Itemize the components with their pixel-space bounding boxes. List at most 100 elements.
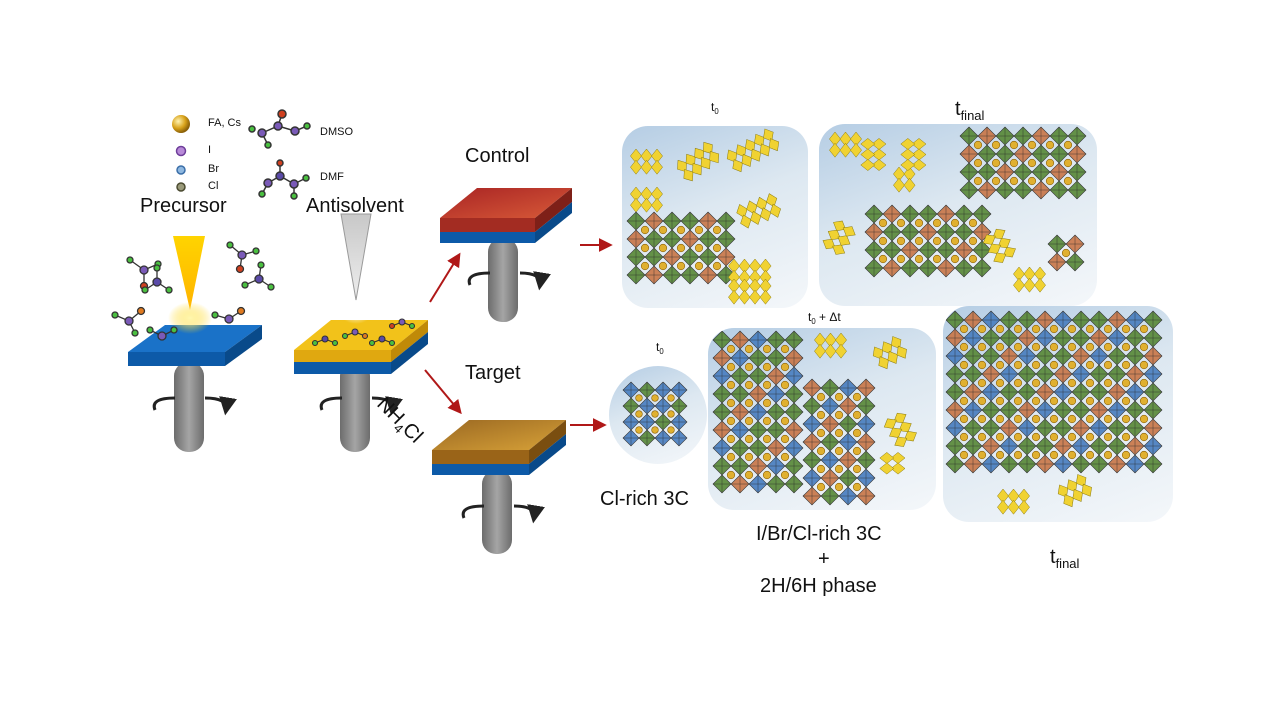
a-site-cation (991, 140, 1001, 150)
legend-label-i: I (208, 144, 212, 156)
octahedron (1053, 400, 1073, 420)
a-site-cation (1121, 342, 1131, 352)
a-site-cation (896, 254, 906, 264)
a-site-cation (896, 236, 906, 246)
hexagonal-phase-chain (893, 166, 916, 193)
a-site-cation (726, 380, 736, 390)
octahedron (820, 486, 840, 506)
a-site-cation (658, 243, 668, 253)
a-site-cation (816, 446, 826, 456)
octahedron (730, 348, 750, 368)
a-site-cation (968, 236, 978, 246)
hexagonal-phase-chain (822, 220, 856, 255)
a-site-cation (977, 450, 987, 460)
a-site-cation (1031, 378, 1041, 388)
a-site-cation (1027, 176, 1037, 186)
legend-label-cl: Cl (208, 180, 219, 192)
a-site-cation (995, 324, 1005, 334)
a-site-cation (744, 434, 754, 444)
a-site-cation (1121, 324, 1131, 334)
octahedron (766, 420, 786, 440)
a-site-cation (1049, 378, 1059, 388)
octahedron (622, 429, 640, 447)
a-site-cation (977, 324, 987, 334)
a-site-cation (1121, 360, 1131, 370)
a-site-cation (1013, 432, 1023, 442)
crystal-lattice (622, 381, 688, 447)
octahedron (730, 330, 750, 350)
a-site-cation (959, 396, 969, 406)
a-site-cation (635, 394, 643, 402)
a-site-cation (1031, 360, 1041, 370)
hexagonal-phase-chain (879, 452, 906, 475)
legend-symbols (172, 115, 190, 192)
octahedron (1125, 418, 1145, 438)
a-site-cation (959, 324, 969, 334)
a-site-cation (1085, 396, 1095, 406)
hexagonal-phase-chain (1057, 474, 1092, 508)
antisolvent-label: Antisolvent (306, 195, 404, 217)
a-site-cation (995, 450, 1005, 460)
a-site-cation (914, 254, 924, 264)
octahedron (1125, 454, 1145, 474)
octahedron (644, 265, 664, 285)
a-site-cation (816, 392, 826, 402)
a-site-cation (658, 261, 668, 271)
a-site-cation (896, 218, 906, 228)
dispense-cone-grey (340, 213, 372, 301)
a-site-cation (1027, 158, 1037, 168)
iodine-ball-icon (175, 145, 187, 157)
octahedron (864, 204, 884, 224)
a-site-cation (651, 394, 659, 402)
octahedron (963, 454, 983, 474)
film-molecules (311, 318, 416, 347)
bromine-ball-icon (176, 165, 186, 175)
octahedron (999, 418, 1019, 438)
a-site-cation (977, 378, 987, 388)
a-site-cation (676, 225, 686, 235)
octahedron (882, 204, 902, 224)
a-site-cation (1067, 450, 1077, 460)
a-site-cation (816, 482, 826, 492)
octahedron (1035, 382, 1055, 402)
a-site-cation (852, 410, 862, 420)
octahedron (1125, 382, 1145, 402)
a-site-cation (726, 452, 736, 462)
hexagonal-phase-chain (728, 278, 772, 305)
a-site-cation (834, 428, 844, 438)
control-t0-label: t0 (711, 100, 719, 116)
a-site-cation (1031, 396, 1041, 406)
a-site-cation (995, 414, 1005, 424)
a-site-cation (1085, 450, 1095, 460)
control-label: Control (465, 145, 530, 167)
a-site-cation (1121, 378, 1131, 388)
a-site-cation (1085, 414, 1095, 424)
octahedron (1017, 454, 1037, 474)
a-site-cation (1103, 432, 1113, 442)
a-site-cation (1085, 360, 1095, 370)
precursor-molecules (111, 241, 275, 341)
a-site-cation (932, 218, 942, 228)
hexagonal-phase-chain (883, 412, 917, 447)
a-site-cation (1139, 360, 1149, 370)
a-site-cation (667, 410, 675, 418)
hexagonal-phase-chain (726, 128, 780, 173)
hexagonal-phase-chain (728, 258, 772, 285)
a-site-cation (1031, 414, 1041, 424)
octahedron (972, 204, 992, 224)
a-site-cation (1063, 176, 1073, 186)
a-site-cation (726, 434, 736, 444)
octahedron (959, 180, 979, 200)
a-site-cation (667, 394, 675, 402)
a-site-cation (1031, 342, 1041, 352)
a-site-cation (950, 236, 960, 246)
phase-mixed-label-line2: + (818, 548, 830, 570)
target-tfinal-label: tfinal (1050, 546, 1080, 571)
octahedron (981, 310, 1001, 330)
a-site-cation (780, 398, 790, 408)
octahedron (1107, 364, 1127, 384)
octahedron (698, 265, 718, 285)
a-site-cation (780, 380, 790, 390)
precursor-label: Precursor (140, 195, 227, 217)
hexagonal-phase-chain (736, 193, 781, 229)
